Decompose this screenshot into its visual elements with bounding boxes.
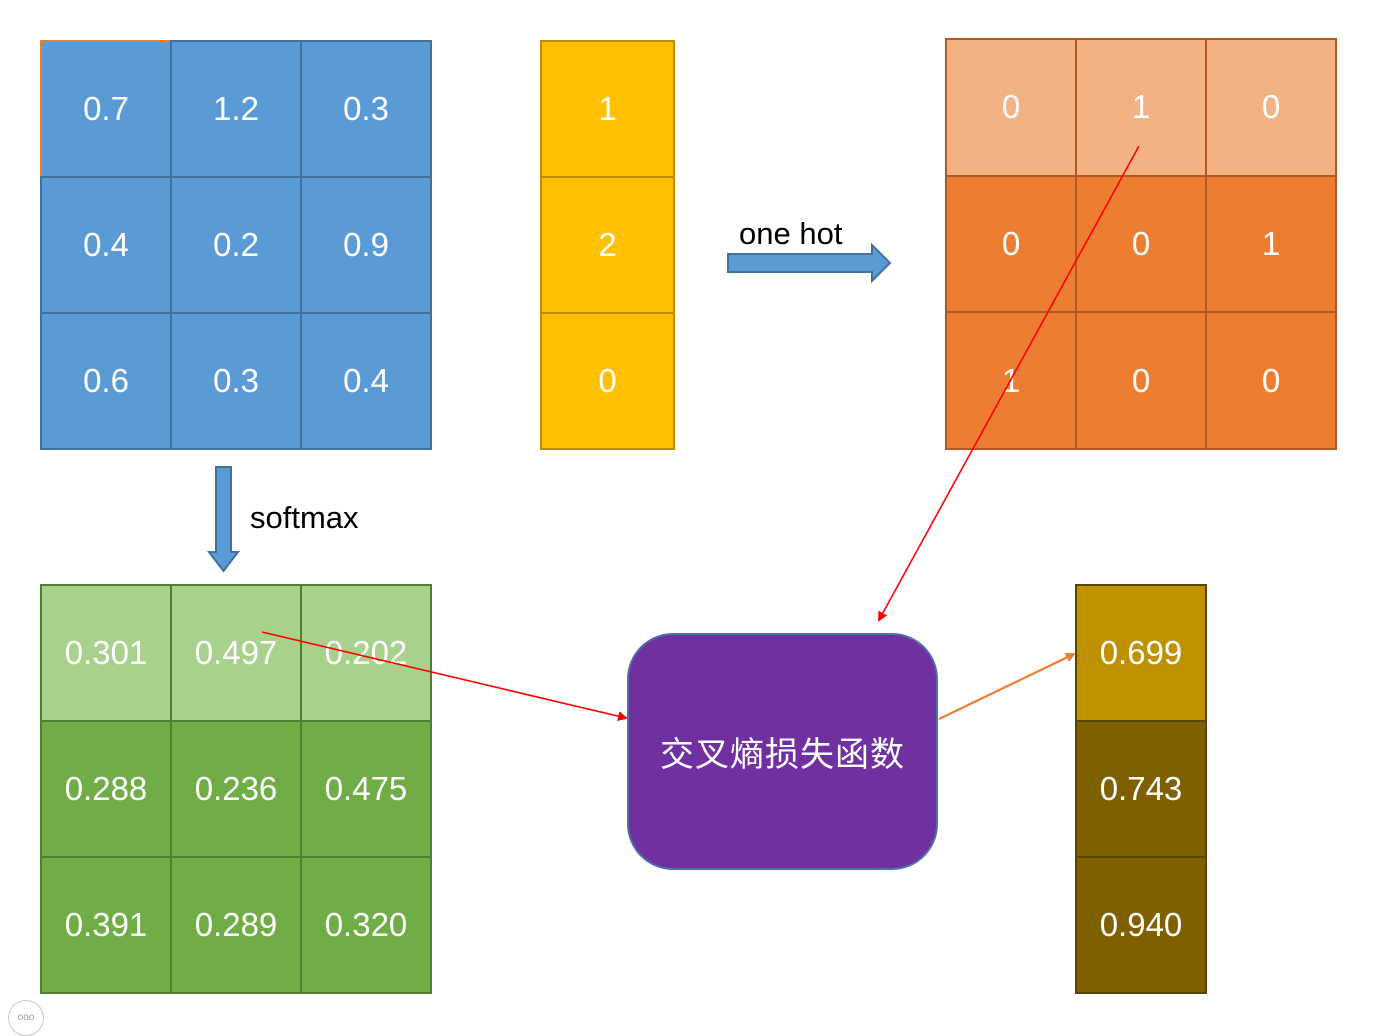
softmax-cell: 0.475 <box>301 721 431 857</box>
onehot-cell: 1 <box>1206 175 1336 313</box>
loss-cell: 0.940 <box>1076 857 1206 993</box>
page-indicator-glyph: ooo <box>17 1012 35 1023</box>
loss-cell: 0.743 <box>1076 721 1206 857</box>
onehot-cell: 1 <box>1076 39 1206 176</box>
onehot-label: one hot <box>739 216 843 251</box>
softmax-cell: 0.301 <box>41 585 171 721</box>
label-cell: 2 <box>541 177 674 313</box>
softmax-to-ce-arrow <box>261 631 628 722</box>
logits-cell: 1.2 <box>171 41 301 177</box>
softmax-label: softmax <box>250 500 359 535</box>
onehot-cell: 0 <box>1076 312 1206 449</box>
cross-entropy-box: 交叉熵损失函数 <box>627 633 938 870</box>
page-indicator-icon[interactable]: ooo <box>8 1000 44 1036</box>
softmax-cell: 0.289 <box>171 857 301 993</box>
softmax-cell: 0.391 <box>41 857 171 993</box>
onehot-cell: 0 <box>946 39 1076 176</box>
softmax-cell: 0.320 <box>301 857 431 993</box>
softmax-cell: 0.497 <box>171 585 301 721</box>
logits-matrix: 0.7 1.2 0.3 0.4 0.2 0.9 0.6 0.3 0.4 <box>40 40 432 450</box>
logits-cell: 0.4 <box>41 177 171 313</box>
onehot-cell: 0 <box>1206 312 1336 449</box>
onehot-cell: 0 <box>1206 39 1336 176</box>
label-cell: 1 <box>541 41 674 177</box>
logits-cell: 0.2 <box>171 177 301 313</box>
label-cell: 0 <box>541 313 674 449</box>
logits-cell: 0.9 <box>301 177 431 313</box>
onehot-block-arrow <box>727 242 892 284</box>
loss-cell: 0.699 <box>1076 585 1206 721</box>
onehot-cell: 0 <box>1076 175 1206 313</box>
ce-to-loss-arrow <box>938 652 1076 720</box>
onehot-to-ce-arrow <box>878 145 1140 622</box>
loss-vector: 0.699 0.743 0.940 <box>1075 584 1207 994</box>
softmax-cell: 0.288 <box>41 721 171 857</box>
logits-cell: 0.6 <box>41 313 171 449</box>
onehot-cell: 0 <box>946 175 1076 313</box>
cross-entropy-label: 交叉熵损失函数 <box>660 735 905 775</box>
softmax-block-arrow <box>206 466 241 573</box>
logits-cell: 0.3 <box>301 41 431 177</box>
label-vector: 1 2 0 <box>540 40 675 450</box>
softmax-cell: 0.202 <box>301 585 431 721</box>
logits-cell: 0.3 <box>171 313 301 449</box>
logits-cell: 0.4 <box>301 313 431 449</box>
softmax-matrix: 0.301 0.497 0.202 0.288 0.236 0.475 0.39… <box>40 584 432 994</box>
softmax-cell: 0.236 <box>171 721 301 857</box>
